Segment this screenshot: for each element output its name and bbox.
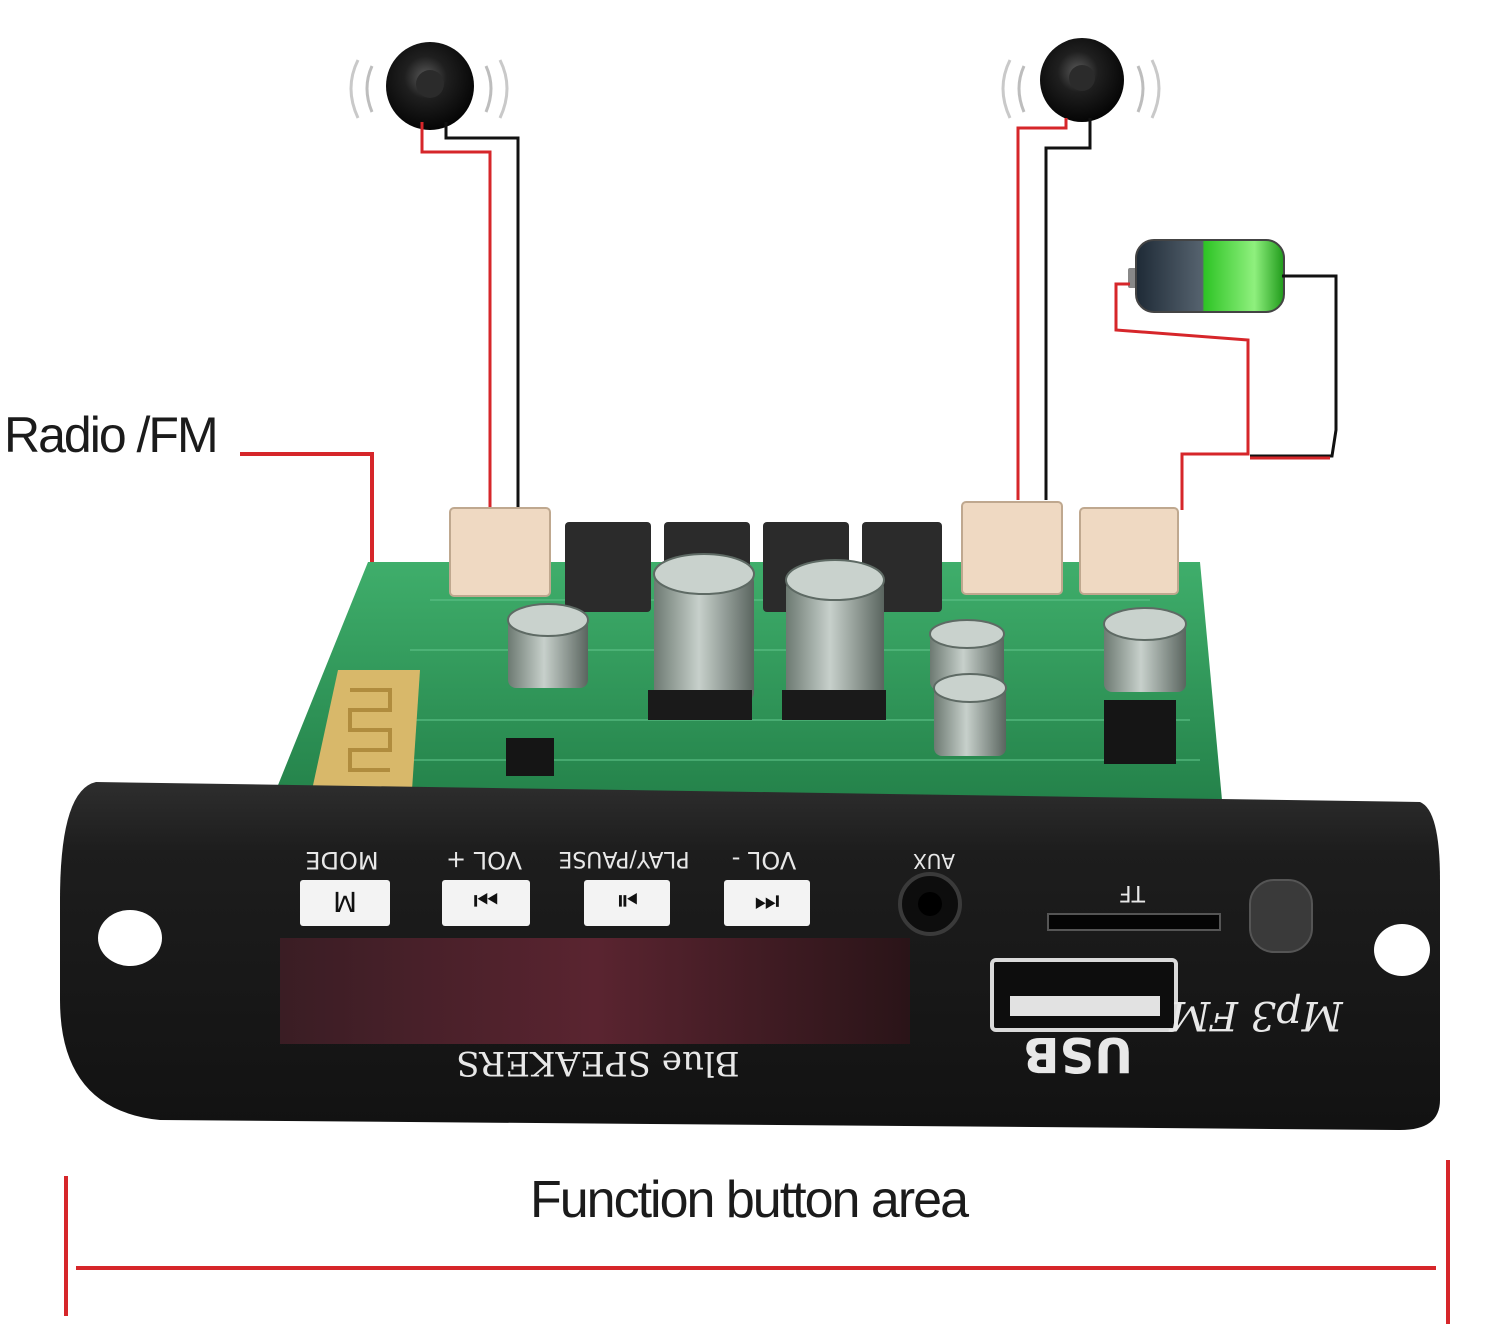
label-tf: TF <box>1119 880 1146 905</box>
label-vol-minus: VOL - <box>732 846 797 874</box>
speaker-left-icon <box>349 42 509 130</box>
mount-hole-left <box>98 910 162 966</box>
svg-text:⏯: ⏯ <box>616 885 638 918</box>
label-usb: USB <box>1023 1026 1133 1082</box>
button-vol-minus[interactable]: ⏮ <box>724 880 810 926</box>
capacitors <box>507 553 1187 756</box>
svg-text:⏭: ⏭ <box>473 885 498 918</box>
wires <box>420 118 1338 510</box>
battery-icon <box>1128 239 1285 313</box>
svg-text:M: M <box>333 885 357 918</box>
connectors <box>449 501 1179 597</box>
ir-receiver <box>1249 879 1313 953</box>
mount-hole-right <box>1374 924 1430 976</box>
usb-port[interactable] <box>990 958 1178 1032</box>
label-aux: AUX <box>913 849 955 873</box>
label-mode: MODE <box>305 846 378 874</box>
svg-text:⏮: ⏮ <box>754 885 779 918</box>
tf-card-slot[interactable] <box>1047 913 1221 931</box>
button-mode[interactable]: M <box>300 880 390 926</box>
radio-fm-callout: Radio /FM <box>4 407 219 463</box>
label-vol-plus: VOL + <box>446 846 522 874</box>
logo-mp3-fm: Mp3 FM <box>1168 992 1343 1038</box>
speaker-right-icon <box>1001 38 1161 122</box>
front-panel: M ⏭ ⏯ ⏮ MODE VOL + PLAY/PAUSE VOL - AUX … <box>60 782 1440 1130</box>
brand-text: Blue SPEAKERS <box>456 1043 739 1083</box>
function-area-callout: Function button area <box>530 1171 969 1229</box>
radio-fm-leader-line <box>240 452 374 572</box>
button-play-pause[interactable]: ⏯ <box>584 880 670 926</box>
label-play-pause: PLAY/PAUSE <box>558 846 689 871</box>
button-vol-plus[interactable]: ⏭ <box>442 880 530 926</box>
bluetooth-antenna-icon <box>312 670 420 790</box>
led-display <box>280 938 910 1044</box>
function-area-bracket <box>64 1160 1450 1324</box>
pcb-board <box>272 501 1222 800</box>
